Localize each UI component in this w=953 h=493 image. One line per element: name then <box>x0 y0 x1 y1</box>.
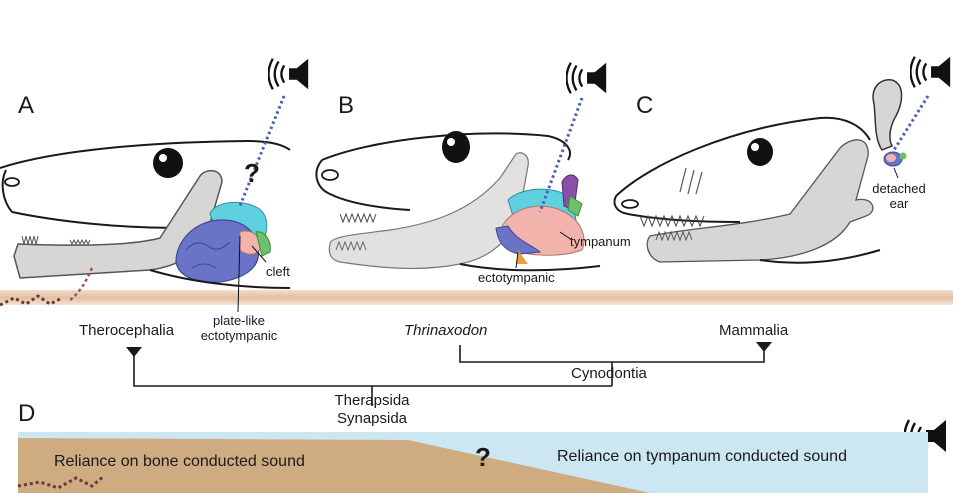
label-ectotympanic: ectotympanic <box>478 270 555 285</box>
skull-thrinaxodon <box>315 97 601 272</box>
label-plate-like-ectotympanic: plate-like ectotympanic <box>200 313 278 343</box>
band-label-bone-conduction: Reliance on bone conducted sound <box>54 453 305 470</box>
panel-label-b: B <box>338 92 355 119</box>
taxon-cynodontia: Cynodontia <box>571 365 647 382</box>
reliance-band <box>17 432 928 493</box>
sound-path-a <box>238 95 286 207</box>
speaker-icon <box>566 61 608 95</box>
label-cleft: cleft <box>266 264 290 279</box>
skull-mammal <box>613 79 930 264</box>
skull-therocephalian <box>0 95 291 313</box>
uncertain-tympanum-mark: ? <box>244 158 260 188</box>
node-triangle-mammalia <box>756 342 772 352</box>
label-detached-ear: detached ear <box>872 181 926 211</box>
sound-path-b <box>538 97 584 213</box>
taxon-mammalia: Mammalia <box>719 322 789 339</box>
node-triangle-therocephalia <box>126 347 142 357</box>
panel-label-a: A <box>18 92 35 119</box>
label-tympanum: tympanum <box>570 234 631 249</box>
band-transition-question-mark: ? <box>475 442 491 472</box>
ground-strip <box>0 290 953 305</box>
taxon-therocephalia: Therocephalia <box>79 322 175 339</box>
panel-label-c: C <box>636 92 654 119</box>
speaker-icon <box>910 55 952 89</box>
taxon-synapsida: Synapsida <box>336 410 408 427</box>
band-label-tympanum-conduction: Reliance on tympanum conducted sound <box>557 448 847 465</box>
cladogram <box>133 345 765 406</box>
taxon-therapsida: Therapsida <box>334 392 410 409</box>
speaker-icon <box>268 57 310 91</box>
taxon-thrinaxodon: Thrinaxodon <box>404 322 488 339</box>
panel-label-d: D <box>18 400 36 427</box>
